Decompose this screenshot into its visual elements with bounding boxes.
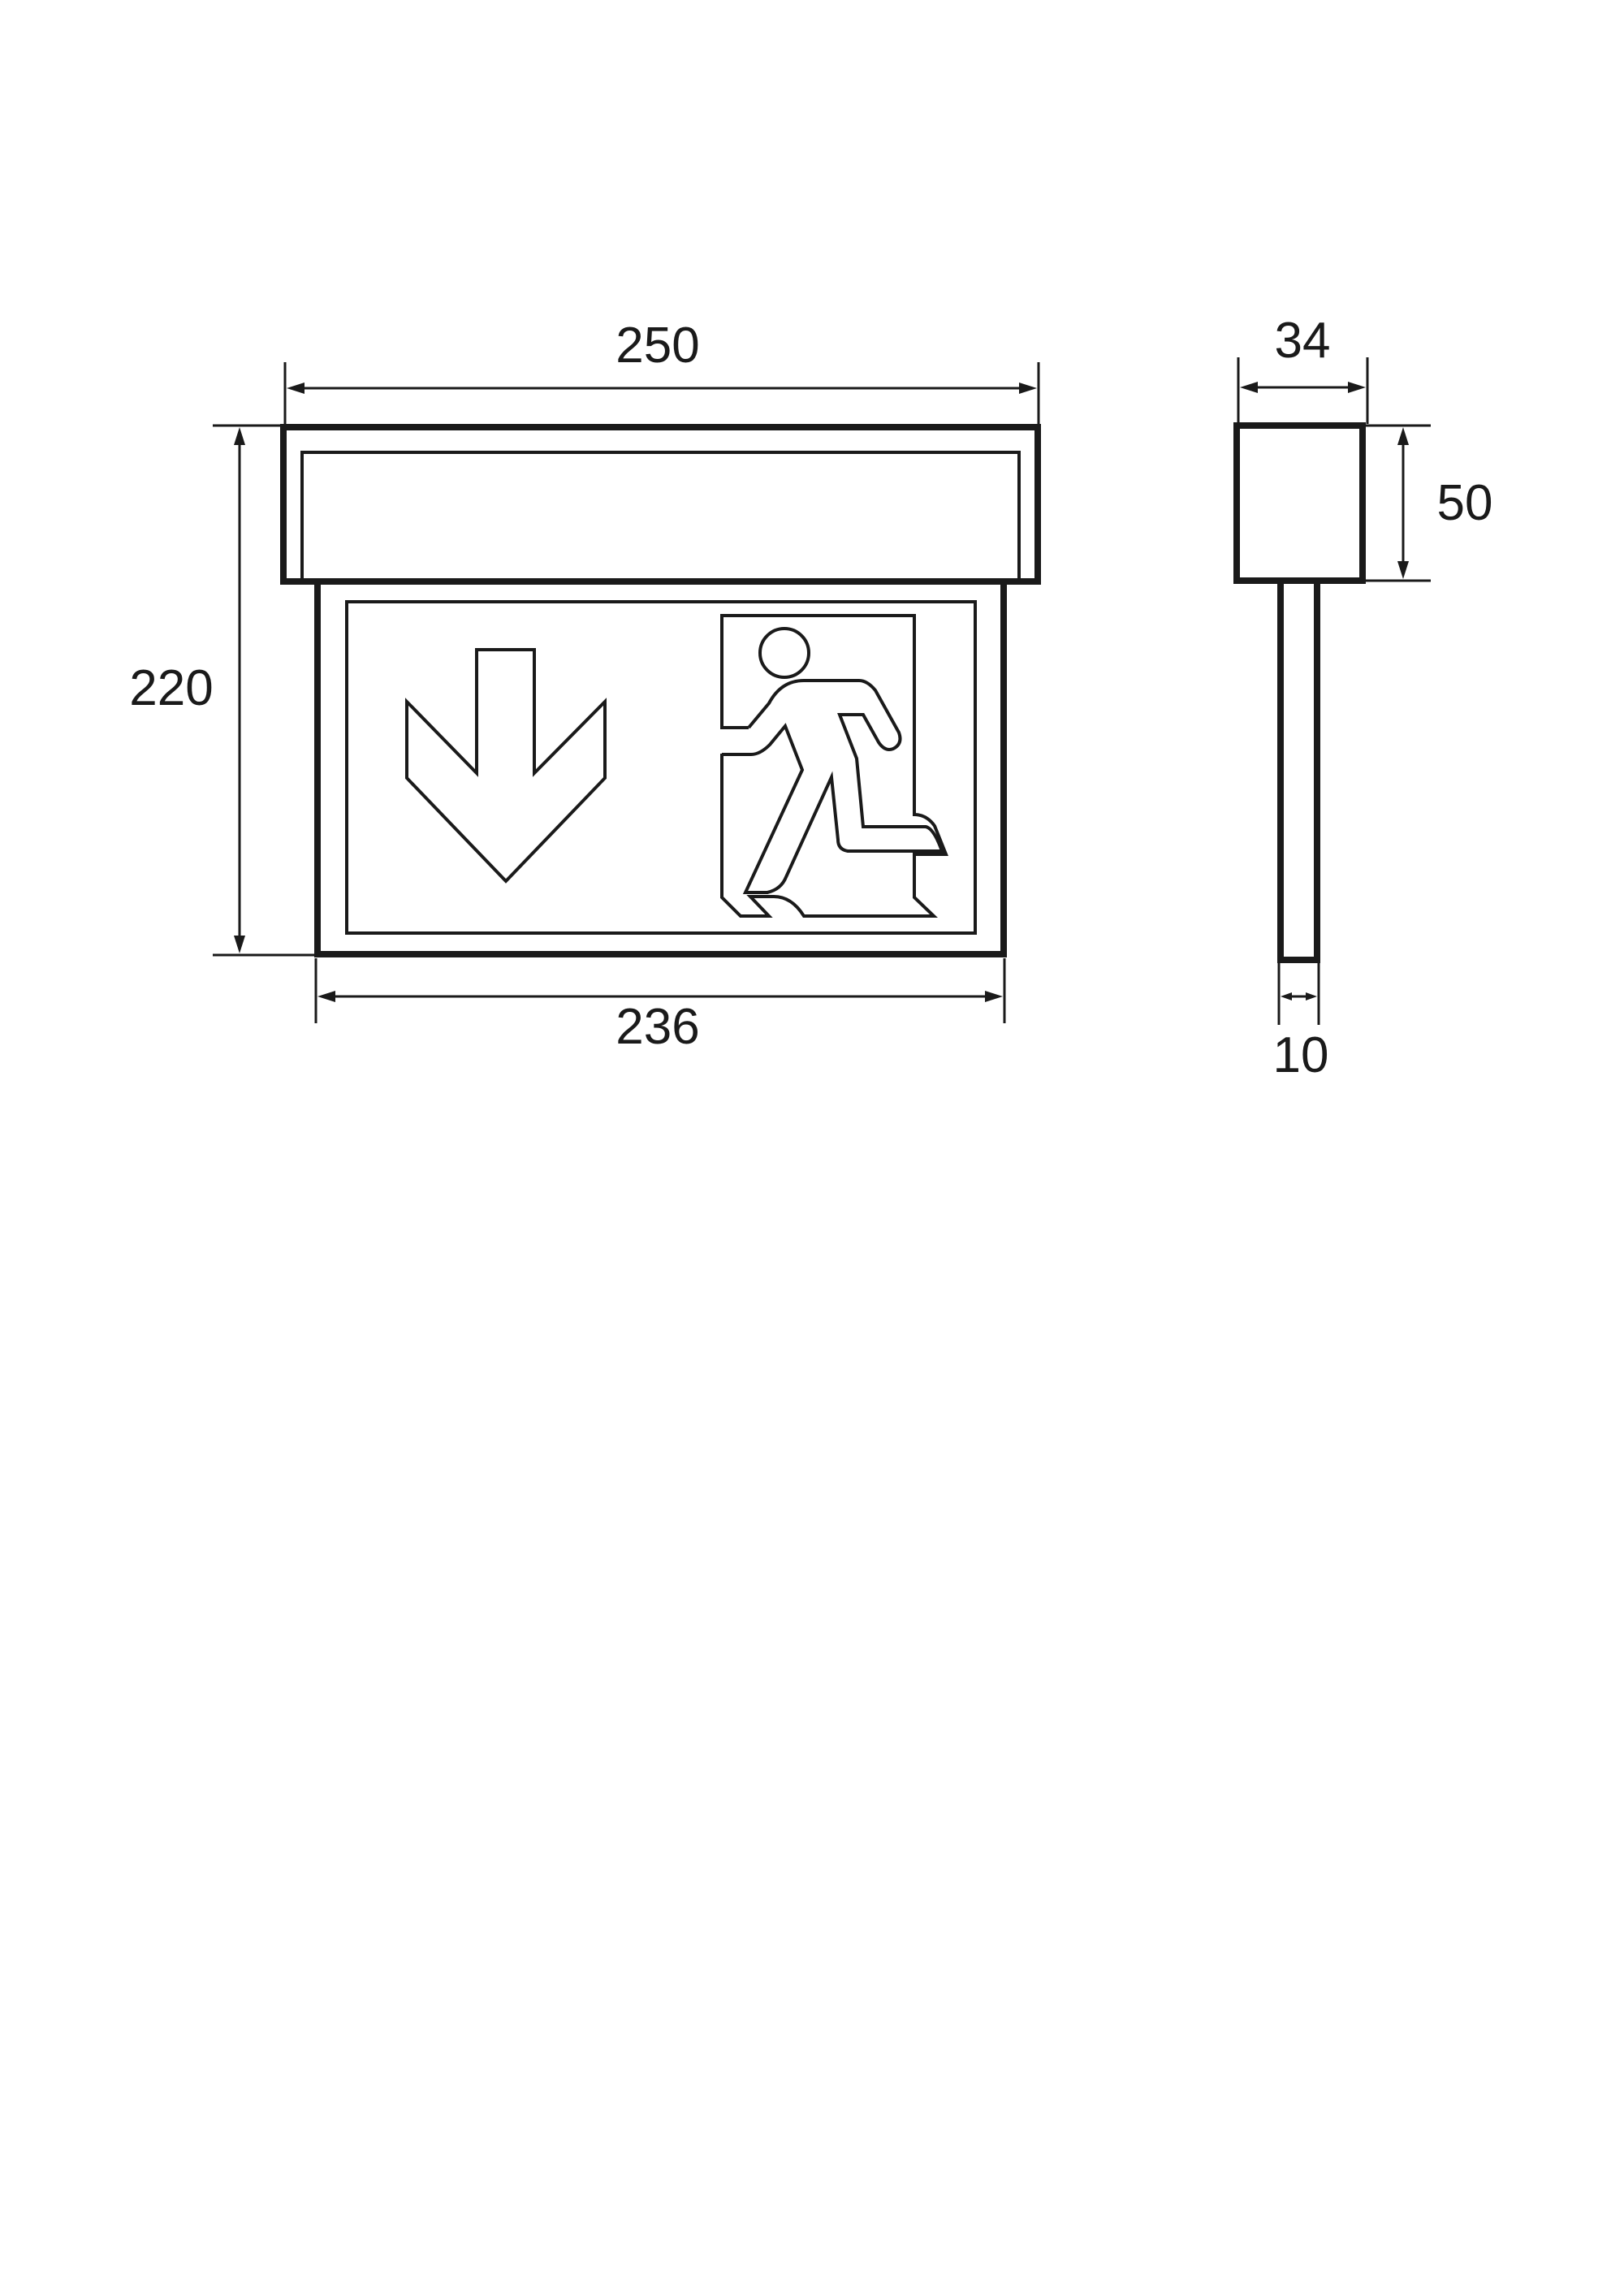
sign-panel-inner: [345, 600, 977, 935]
dimension-label-34: 34: [1275, 313, 1331, 369]
dimension-10: 10: [1273, 963, 1329, 1083]
dimension-34: 34: [1237, 313, 1369, 424]
side-view: 34 50 10: [1233, 313, 1493, 1083]
dimension-label-250: 250: [615, 318, 699, 374]
running-man-exit-icon: [720, 614, 948, 918]
dimension-label-220: 220: [129, 660, 213, 716]
sign-panel-outer: [314, 578, 1007, 957]
front-view: 250 236 220: [129, 318, 1041, 1055]
dimension-220: 220: [129, 424, 316, 957]
dimension-label-50: 50: [1437, 475, 1493, 531]
dimension-50: 50: [1364, 424, 1493, 582]
housing-outer: [280, 424, 1041, 585]
dimension-label-10: 10: [1273, 1027, 1329, 1083]
dimension-label-236: 236: [615, 999, 699, 1055]
housing-inner: [300, 451, 1021, 583]
side-panel: [1277, 577, 1320, 963]
dimension-250: 250: [283, 318, 1040, 426]
side-housing: [1233, 422, 1366, 584]
down-arrow-icon: [405, 648, 607, 884]
dimension-236: 236: [314, 958, 1006, 1055]
